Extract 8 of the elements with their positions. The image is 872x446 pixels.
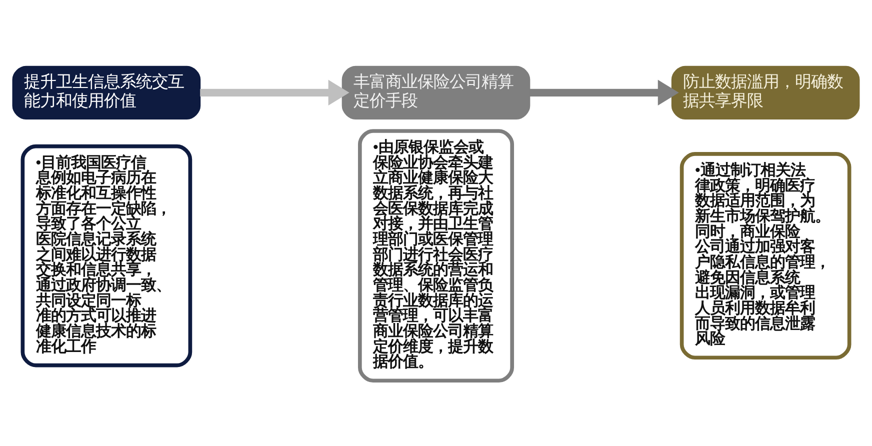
node-box: 提升卫生信息系统交互能力和使用价值 — [12, 65, 201, 119]
node-box: •目前我国医疗信息例如电子病历在标准化和互操作性方面存在一定缺陷，导致了各个公立医院信息记录系统之间难以进行数据交换和信息共享，通过政府协调一致、共同设定同一标准的方式可以推进健康信息技术的标准化工作 — [20, 144, 192, 367]
node-box: •由原银保监会或保险业协会牵头建立商业健康保险大数据系统，再与社会医保数据库完成对接，并由卫生管理部门或医保管理部门进行社会医疗数据系统的营运和管理、保险监管负责行业数据库的运营管理，可以丰富商业保险公司精算定价维度，提升数据价值。 — [358, 128, 514, 382]
arrow — [530, 79, 679, 106]
node-box: •通过制订相关法律政策，明确医疗数据适用范围，为新生市场保驾护航。同时，商业保险公司通过加强对客户隐私信息的管理，避免因信息系统出现漏洞，或管理人员利用数据牟利而导致的信息泄露风险 — [680, 152, 852, 360]
arrow — [200, 79, 350, 106]
node-box: 防止数据滥用，明确数据共享界限 — [671, 65, 860, 119]
node-box: 丰富商业保险公司精算定价手段 — [342, 65, 530, 119]
